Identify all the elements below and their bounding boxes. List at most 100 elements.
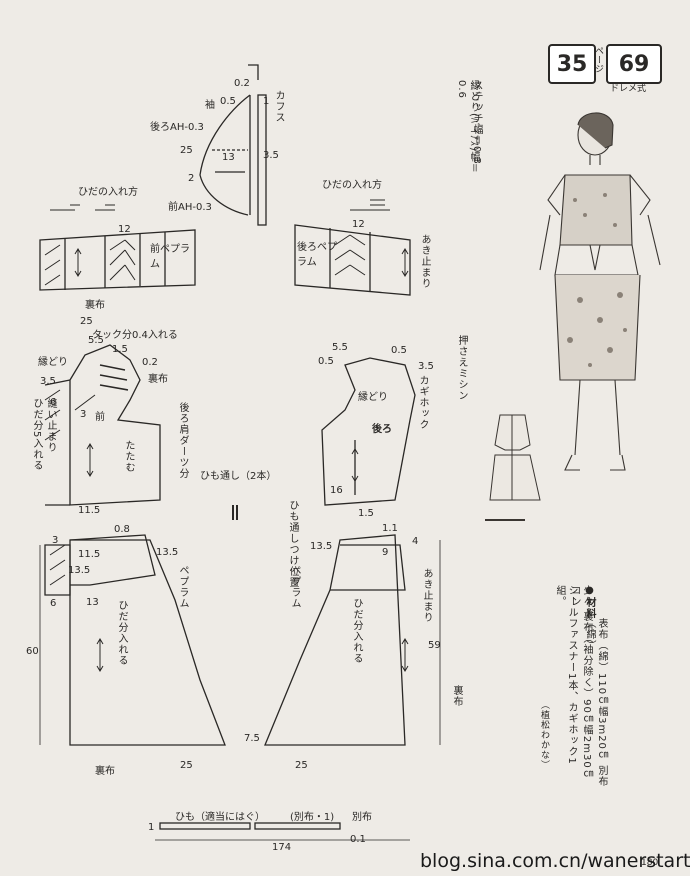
num-6-front: 6: [50, 397, 57, 408]
pleat-add-back: ひだ分入れる: [351, 598, 362, 664]
num-05-back-left: 0.5: [318, 356, 334, 367]
num-sleeve-02: 0.2: [234, 78, 250, 89]
string-pass-label: ひも通し（2本）: [200, 471, 277, 482]
front-peplum-label: 前ペプラム: [150, 244, 190, 270]
press-stitch-label: 押さえミシン: [456, 335, 467, 401]
num-135-skirt-top: 13.5: [156, 547, 179, 558]
peplum-label-front: ペプラム: [177, 565, 188, 609]
num-59-length: 59: [428, 640, 441, 651]
back-bodice: [321, 357, 416, 506]
num-13-skirt: 13: [86, 597, 99, 608]
num-15-back-waist: 1.5: [358, 508, 374, 519]
num-35-back: 3.5: [418, 361, 434, 372]
watermark: blog.sina.com.cn/wanerstart: [420, 850, 690, 872]
binding-label-back: 縁どり: [358, 392, 388, 403]
fold-label: たたむ: [123, 440, 134, 473]
back-peplum-label: 後ろペプラム: [297, 242, 337, 268]
page-ref-left: 35: [548, 44, 596, 84]
num-25-back-hem: 25: [295, 760, 308, 771]
back-ah-label: 後ろAH-0.3: [150, 122, 204, 133]
pleat-add-front: ひだ分入れる: [116, 600, 127, 666]
num-25-front-hem: 25: [180, 760, 193, 771]
num-4-back: 4: [412, 536, 419, 547]
opening-end-skirt: あき止まり: [421, 568, 432, 623]
num-9-back: 9: [382, 547, 389, 558]
binding-width-note: 縁どり(ﾊﾞｲｱｽ)幅＝0.6: [456, 80, 479, 174]
cuff-label: カフス: [273, 90, 284, 123]
pleat-method-right: ひだの入れ方: [322, 180, 382, 191]
back-peplum-band: [294, 224, 411, 296]
num-01-string: 0.1: [350, 834, 366, 845]
num-75-back-hem: 7.5: [244, 733, 260, 744]
num-135-back: 13.5: [310, 541, 333, 552]
hook-label: カギホック: [417, 375, 428, 430]
opening-end-top: あき止まり: [419, 234, 430, 289]
string-pos-label: ひも通しつけ位置: [287, 500, 298, 588]
num-35-front: 3.5: [40, 376, 56, 387]
num-sleeve-13: 13: [222, 152, 235, 163]
num-15-front: 1.5: [112, 344, 128, 355]
num-08-front: 0.8: [114, 524, 130, 535]
num-sleeve-25: 25: [180, 145, 193, 156]
sleeve-outline: [199, 94, 251, 216]
num-1-string: 1: [148, 822, 155, 833]
num-band-12-back: 12: [352, 219, 365, 230]
num-55-back: 5.5: [332, 342, 348, 353]
num-05-back-right: 0.5: [391, 345, 407, 356]
materials-author: （植松わかな）: [539, 700, 549, 770]
num-band-12-front: 12: [118, 224, 131, 235]
page-number: 180: [641, 858, 659, 868]
front-bodice: [69, 344, 161, 506]
string-label: ひも（適当にはぐ）: [175, 812, 265, 823]
front-ah-label: 前AH-0.3: [168, 202, 212, 213]
sew-end-label: 縫い止まり: [45, 398, 56, 453]
stitch-width-note: ステッチ幅＝0.3: [471, 80, 482, 165]
num-115-skirt: 11.5: [78, 549, 101, 560]
materials-line-1: 表布（綿）110㎝幅3m20㎝ 別布（綿）: [584, 618, 607, 788]
num-25-lining: 25: [80, 316, 93, 327]
pleat-add-label: ひだ分5入れる: [31, 398, 42, 472]
num-60-length: 60: [26, 646, 39, 657]
lining-label-1: 裏布: [85, 300, 105, 311]
num-3-skirt: 3: [52, 535, 59, 546]
tuck-label: タック分0.4入れる: [92, 330, 178, 341]
page-ref-style: ドレメ式: [610, 84, 647, 94]
lining-label-skirt-1: 裏布: [95, 766, 115, 777]
front-label: 前: [95, 412, 105, 423]
num-sleeve-2: 2: [188, 173, 195, 184]
pleat-method-left: ひだの入れ方: [78, 187, 138, 198]
num-174-string: 174: [272, 842, 292, 853]
num-sleeve-05: 0.5: [220, 96, 236, 107]
back-shoulder-label: 後ろ肩ダーツ分: [177, 402, 188, 479]
sleeve-label: 袖: [205, 100, 215, 111]
materials-line-2: 少々 裏布（袖分除く）90㎝幅2m30㎝ コン: [569, 585, 592, 780]
front-peplum-band: [39, 229, 196, 291]
num-sleeve-1: 1: [263, 96, 270, 107]
materials-line-3: シールファスナー1本、カギホック1組。: [554, 585, 577, 765]
lining-label-skirt-2: 裏布: [451, 685, 462, 707]
page-ref-unit: ページ: [593, 46, 603, 73]
cuff-outline: [257, 94, 267, 226]
num-11-back: 1.1: [382, 523, 398, 534]
string-fabric-label: (別布・1): [290, 812, 335, 823]
num-16-back: 16: [330, 485, 343, 496]
front-skirt: [69, 539, 226, 746]
page-ref-right: 69: [606, 44, 662, 84]
lining-label-2: 裏布: [148, 374, 168, 385]
num-115-front-waist: 11.5: [78, 505, 101, 516]
num-6-skirt: 6: [50, 598, 57, 609]
separate-fabric-label: 別布: [352, 812, 372, 823]
num-55-front: 5.5: [88, 335, 104, 346]
num-02-front: 0.2: [142, 357, 158, 368]
back-label: 後ろ: [372, 424, 392, 435]
num-3-front: 3: [80, 409, 87, 420]
binding-label-front: 縁どり: [38, 357, 68, 368]
materials-heading: ●材料: [584, 585, 595, 619]
peplum-label-back: ペプラム: [289, 565, 300, 609]
page-reference: 35 ページ 69 ドレメ式: [548, 44, 664, 94]
num-135-skirt: 13.5: [68, 565, 91, 576]
num-sleeve-35: 3.5: [263, 150, 279, 161]
